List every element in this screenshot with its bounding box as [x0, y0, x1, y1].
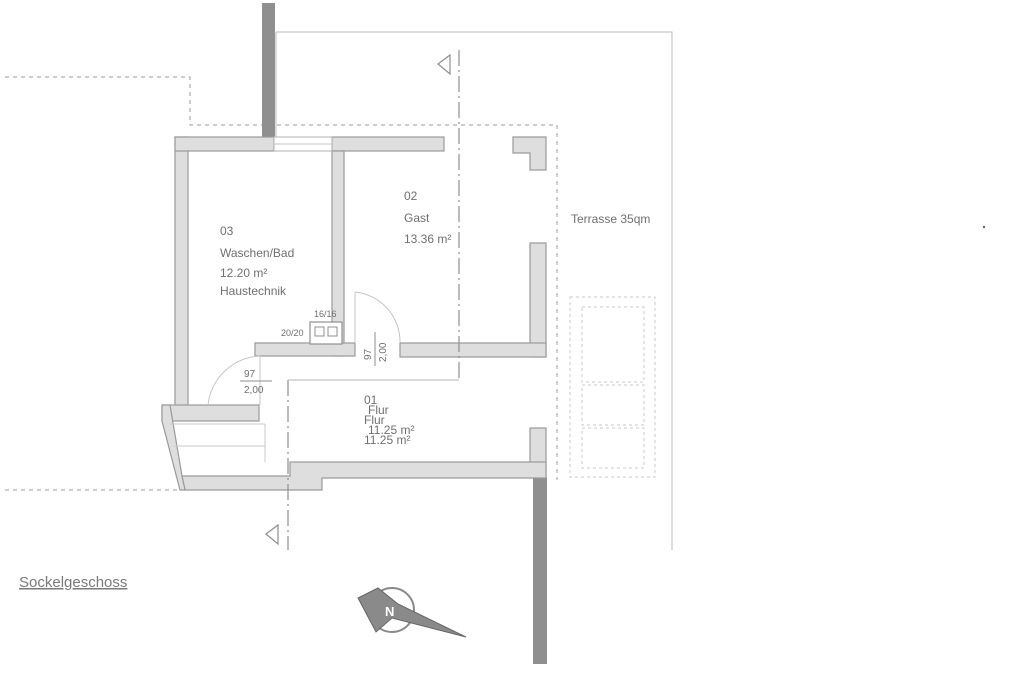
walls	[161, 136, 547, 491]
svg-text:Gast: Gast	[404, 211, 430, 225]
svg-text:Haustechnik: Haustechnik	[220, 284, 287, 298]
svg-text:01: 01	[364, 393, 378, 407]
door-swings	[207, 291, 401, 406]
section-axes	[265, 50, 460, 550]
svg-text:97: 97	[363, 348, 374, 360]
terrace-label: Terrasse 35qm	[571, 212, 650, 226]
svg-text:2,00: 2,00	[244, 385, 264, 396]
wall-dark-north	[262, 3, 275, 137]
door-dimension-2: 97 2,00	[363, 332, 389, 366]
dashed-outline	[5, 76, 558, 491]
shaft-label-1: 16/16	[314, 309, 337, 319]
stair-lines	[170, 423, 266, 462]
svg-text:11.25 m²: 11.25 m²	[368, 423, 414, 437]
svg-text:12.20 m²: 12.20 m²	[220, 266, 267, 280]
svg-text:N: N	[385, 604, 394, 619]
wall-dark-south	[533, 478, 547, 664]
terrace-furniture	[569, 296, 656, 478]
north-arrow-icon: N	[357, 587, 467, 638]
floor-title: Sockelgeschoss	[19, 574, 127, 591]
room-03-label: 03 Waschen/Bad 12.20 m² Haustechnik	[220, 224, 294, 298]
room-01-label: 01 Flur Flur 11.25 m² 11.25 m²	[364, 393, 414, 447]
room-02-label: 02 Gast 13.36 m²	[404, 189, 451, 246]
svg-text:13.36 m²: 13.36 m²	[404, 232, 451, 246]
svg-text:Waschen/Bad: Waschen/Bad	[220, 246, 294, 260]
svg-text:02: 02	[404, 189, 418, 203]
svg-text:Flur: Flur	[368, 403, 389, 417]
shaft-label-2: 20/20	[281, 328, 304, 338]
terrace-outline	[275, 31, 673, 550]
marker-dot	[982, 225, 986, 229]
svg-text:11.25 m²: 11.25 m²	[364, 433, 410, 447]
svg-text:2,00: 2,00	[378, 342, 389, 362]
svg-text:Flur: Flur	[364, 413, 385, 427]
door-dimension-1: 97 2,00	[240, 369, 272, 396]
svg-text:97: 97	[244, 369, 256, 380]
svg-text:03: 03	[220, 224, 234, 238]
